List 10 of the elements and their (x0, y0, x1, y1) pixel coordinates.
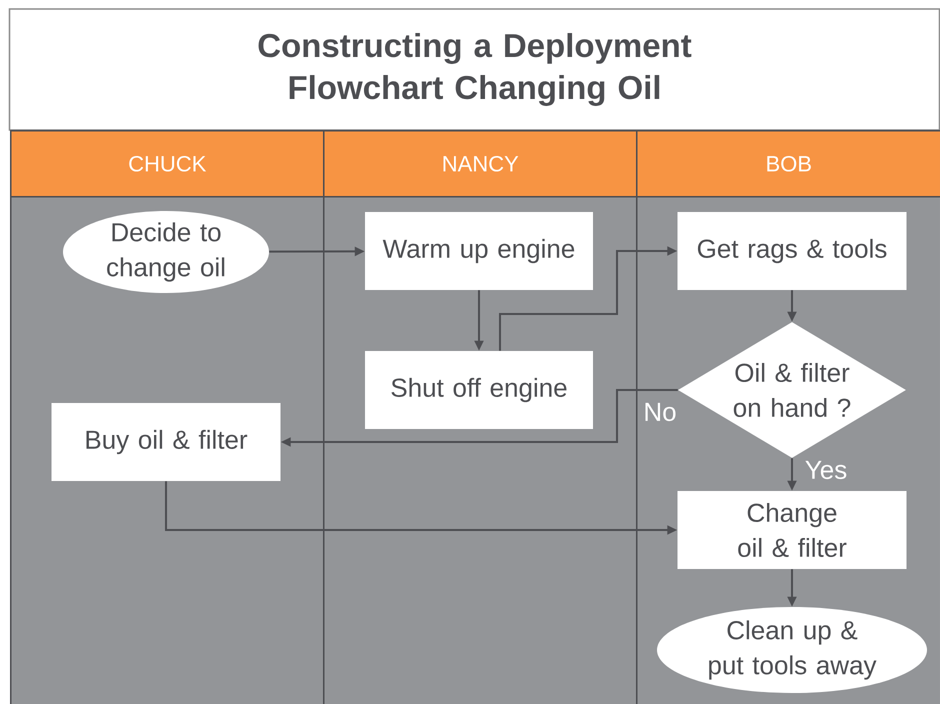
process-box: Buy oil & filter (52, 403, 280, 481)
terminal-oval: Decide to change oil (63, 211, 269, 293)
process-box: Change oil & filter (678, 491, 906, 569)
process-box: Get rags & tools (678, 212, 906, 290)
edge-label: No (642, 402, 678, 422)
title-banner: Constructing a Deployment Flowchart Changing Oil (8, 8, 940, 131)
edge-label: Yes (804, 460, 848, 480)
process-box: Warm up engine (365, 212, 593, 290)
terminal-oval: Clean up & put tools away (657, 607, 927, 693)
process-box: Shut off engine (365, 351, 593, 429)
